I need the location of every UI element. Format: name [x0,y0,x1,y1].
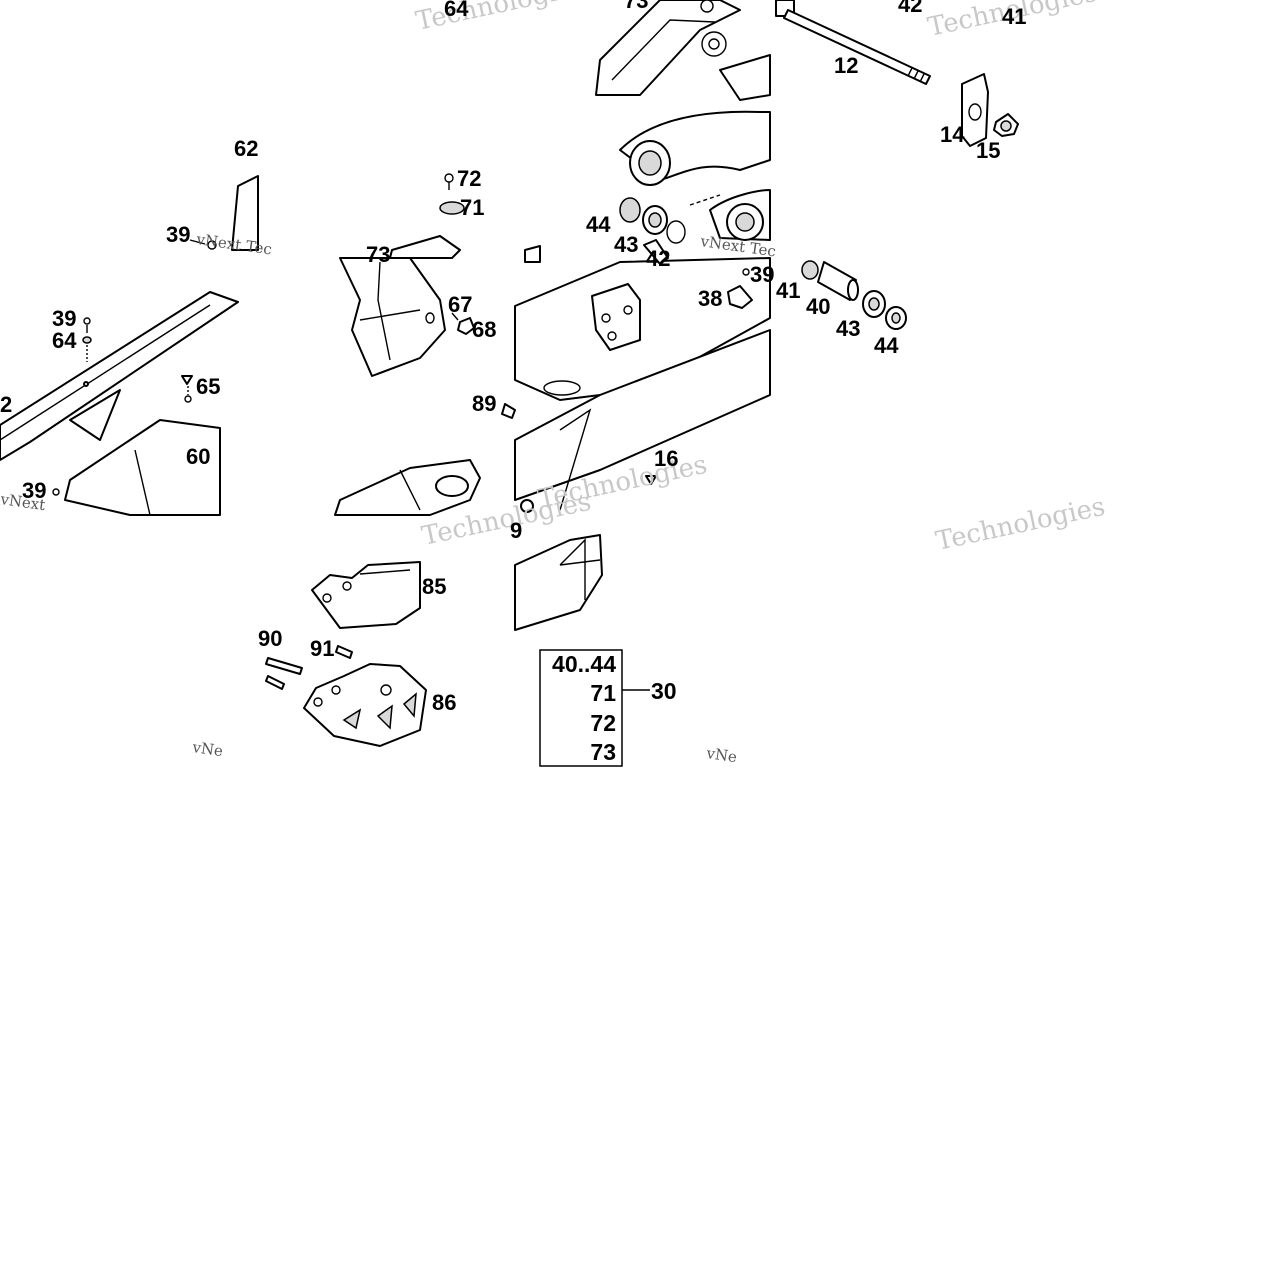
mudguard-73 [339,257,446,377]
tile-top-center-right [595,0,771,244]
seal-41 [801,260,819,280]
callout-86: 86 [432,690,456,715]
screw-39 [742,268,750,276]
kit-number-30: 30 [651,678,677,704]
axle-12 [783,9,931,85]
bracket-38 [727,285,753,309]
screw-39 [83,317,91,325]
watermark-vnext-tech: vNext Tec [194,230,273,259]
callout-15: 15 [976,138,1000,163]
chain-guide-slider-85 [311,561,421,629]
callout-12: 12 [834,53,858,78]
grommet-65 [181,375,193,385]
kit-row-71: 71 [590,680,616,706]
callout-64: 64 [52,328,77,353]
callout-67: 67 [448,292,472,317]
callout-62: 62 [234,136,258,161]
shock-mount-bracket [591,283,641,351]
washer-42 [666,220,686,244]
callout-43: 43 [614,232,638,257]
mudguard-top [389,235,461,259]
callout-41: 41 [1002,4,1026,29]
callout-42: 42 [646,246,670,271]
callout-60: 60 [186,444,210,469]
tile-bottom-center [265,561,427,747]
callout-44: 44 [874,333,899,358]
tile-middle-center [334,257,516,516]
washer-64 [82,336,92,344]
callout-16: 16 [654,446,678,471]
callout-2: 2 [0,392,12,417]
plug-16 [645,475,657,485]
tile-top-middle [389,173,465,259]
chain-slider-73 [595,0,741,96]
tile-top-right [775,0,1019,147]
callout-71: 71 [460,195,484,220]
callout-65: 65 [196,374,220,399]
watermark-vne: vNe [704,744,738,766]
leader-line [189,239,206,245]
kit-row-72: 72 [590,710,616,736]
tile-middle-right [514,239,771,513]
callout-39: 39 [22,478,46,503]
callout-38: 38 [698,286,722,311]
callout-14: 14 [940,122,965,147]
bolt-90 [265,657,303,675]
watermark-vne: vNe [190,738,224,760]
chain-guard-62 [0,291,239,461]
spacer-40 [817,261,857,301]
swingarm-rear-tip [514,534,603,631]
tile-bottom-right [514,534,650,767]
grommet-71 [439,201,465,215]
callout-64: 64 [444,0,469,21]
bracket-62 [231,175,259,251]
callout-39: 39 [166,222,190,247]
chain-guide-86 [303,663,427,747]
callout-39: 39 [750,262,774,287]
tile-top-left [189,175,259,251]
screw-72 [444,173,454,183]
watermark-technologies: Technologies [413,0,588,37]
callout-41: 41 [776,278,800,303]
kit-row-40-44: 40..44 [552,651,616,677]
clip-42 [643,239,669,265]
callout-89: 89 [472,391,496,416]
watermark-technologies: Technologies [933,492,1108,557]
callout-43: 43 [836,316,860,341]
kit-table-box [539,649,623,767]
bolt-89 [501,403,516,419]
callout-68: 68 [472,317,496,342]
bolt-91 [335,645,353,659]
bolt-39 [207,240,217,250]
callout-39: 39 [52,306,76,331]
callout-9: 9 [510,518,522,543]
seal-44 [619,197,641,223]
callout-72: 72 [457,166,481,191]
swingarm-rear-end [334,459,481,516]
callout-44: 44 [586,212,611,237]
callout-73: 73 [366,242,390,267]
callout-85: 85 [422,574,446,599]
nut-68 [457,317,475,335]
swingarm-lower-rail [514,329,771,501]
callout-42: 42 [898,0,922,17]
kit-row-73: 73 [590,739,616,765]
chain-guard-lower-60 [64,419,221,516]
tile-middle-far-right [801,260,907,330]
tile-middle-left [0,291,239,516]
callout-91: 91 [310,636,334,661]
callout-90: 90 [258,626,282,651]
callout-40: 40 [806,294,830,319]
callout-73: 73 [624,0,648,13]
